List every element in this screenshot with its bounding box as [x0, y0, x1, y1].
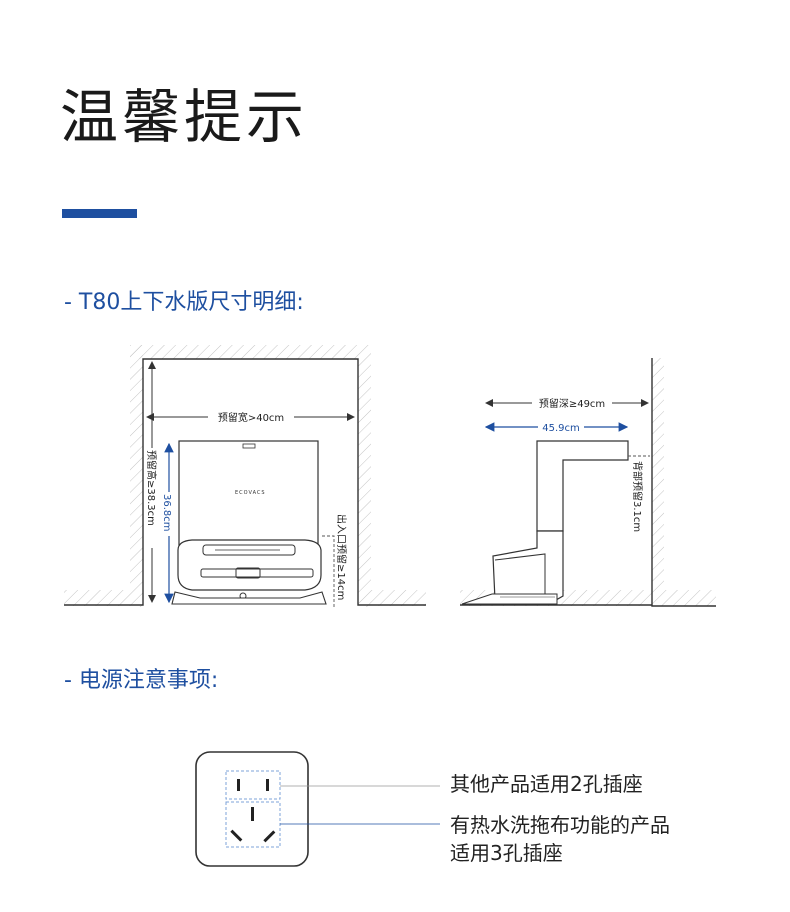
brand-logo: ECOVACS	[235, 490, 266, 496]
two-pin-area	[225, 770, 281, 800]
robot-base	[177, 539, 322, 591]
front-station-height-label: 36.8cm	[161, 494, 172, 532]
station-body	[178, 440, 319, 546]
side-view-diagram: 预留深≥49cm 45.9cm 背部预留3.1cm	[460, 358, 716, 607]
back-clearance-label: 背部预留3.1cm	[631, 461, 644, 532]
side-station-depth-label: 45.9cm	[542, 423, 580, 434]
two-pin-note: 其他产品适用2孔插座	[450, 772, 643, 796]
front-floor-right-hatch	[371, 590, 426, 606]
front-height-label: 预留高≥38.3cm	[145, 450, 158, 526]
power-socket-diagram	[195, 751, 440, 867]
three-pin-note: 有热水洗拖布功能的产品 适用3孔插座	[450, 811, 670, 867]
three-pin-note-line2: 适用3孔插座	[450, 841, 563, 865]
front-ceiling-hatch	[130, 345, 358, 359]
station-ramp	[171, 591, 327, 605]
outlet-clearance-label: 出入口预留≥14cm	[335, 514, 348, 600]
section-heading-power: - 电源注意事项:	[64, 668, 219, 693]
front-right-wall-hatch	[358, 345, 371, 607]
three-pin-area	[225, 801, 281, 848]
outlet-clearance-line	[322, 535, 335, 607]
three-pin-note-line1: 有热水洗拖布功能的产品	[450, 813, 670, 837]
side-depth-label: 预留深≥49cm	[539, 397, 605, 410]
station-side-tower	[536, 440, 629, 532]
title-accent-bar	[62, 209, 137, 218]
side-wall-outline	[651, 358, 716, 607]
station-side-base	[492, 530, 564, 601]
section-heading-dimensions: - T80上下水版尺寸明细:	[64, 290, 304, 315]
side-floor-hatch	[664, 590, 716, 606]
front-niche-outline	[64, 358, 426, 606]
front-view-diagram: 预留宽>40cm 预留高≥38.3cm 36.8cm ECOVACS 出入口预留…	[64, 345, 426, 607]
front-left-wall-hatch	[130, 345, 143, 607]
side-wall-hatch	[652, 358, 664, 606]
front-width-label: 预留宽>40cm	[218, 411, 284, 424]
station-side-ramp	[461, 593, 558, 605]
front-floor-left-hatch	[64, 590, 130, 606]
page-title: 温馨提示	[60, 83, 309, 151]
